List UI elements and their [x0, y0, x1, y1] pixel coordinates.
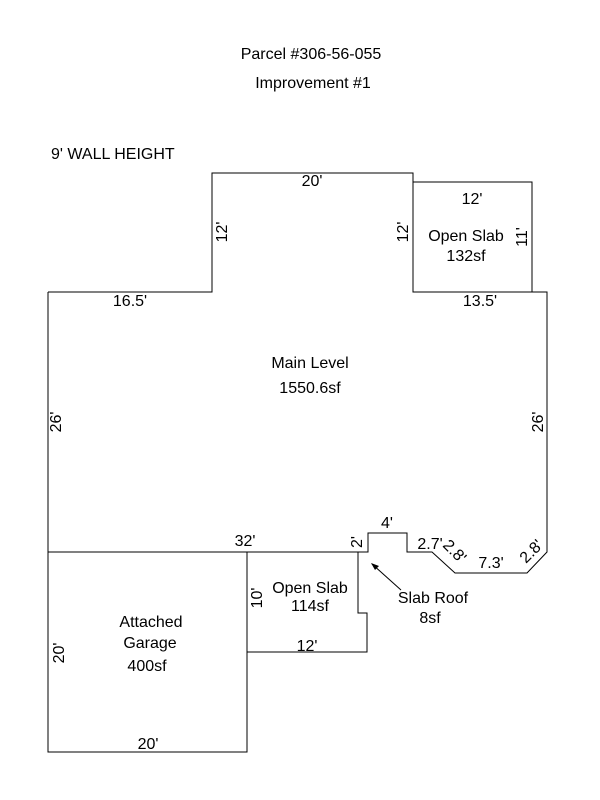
slab-roof-area: 8sf	[419, 610, 441, 627]
dim-open-slab-top-top: 12'	[462, 191, 483, 208]
dim-main-bottom: 32'	[235, 533, 256, 550]
open-slab-top-area: 132sf	[446, 248, 486, 265]
dim-garage-left: 20'	[51, 643, 68, 664]
parcel-number: Parcel #306-56-055	[241, 46, 382, 63]
open-slab-bottom-area: 114sf	[291, 598, 330, 615]
garage-name-line2: Garage	[123, 635, 176, 652]
slab-roof-arrow-icon	[371, 563, 379, 570]
dim-main-left-step: 16.5'	[113, 293, 147, 310]
slab-roof-leader-line	[371, 563, 402, 591]
dim-open-slab-bottom-left: 10'	[249, 588, 266, 609]
open-slab-bottom-outline	[247, 552, 368, 653]
dim-garage-bottom: 20'	[138, 736, 159, 753]
open-slab-top-outline	[413, 181, 533, 292]
dim-main-right-step: 13.5'	[463, 293, 497, 310]
garage-outline	[47, 551, 248, 753]
main-level-outline	[47, 172, 548, 574]
dim-main-top: 20'	[302, 173, 323, 190]
dim-angle-right: 2.8'	[517, 537, 547, 567]
garage-name-line1: Attached	[119, 614, 182, 631]
slab-roof-name: Slab Roof	[398, 590, 469, 607]
dim-notch-right: 2.7'	[417, 536, 442, 553]
dim-open-slab-bottom-bottom: 12'	[297, 638, 318, 655]
main-level-name: Main Level	[271, 355, 348, 372]
open-slab-top-name: Open Slab	[428, 228, 504, 245]
dim-angle-bottom: 7.3'	[478, 555, 503, 572]
dim-main-right-side: 26'	[530, 412, 547, 433]
dim-notch-vertical: 2'	[349, 536, 366, 548]
open-slab-bottom-name: Open Slab	[272, 580, 348, 597]
dim-open-slab-top-right: 11'	[514, 227, 531, 247]
wall-height-note: 9' WALL HEIGHT	[51, 146, 175, 163]
dim-notch-width: 4'	[381, 515, 393, 532]
main-level-area: 1550.6sf	[279, 380, 341, 397]
garage-area: 400sf	[127, 658, 167, 675]
dim-main-left-side: 26'	[48, 412, 65, 433]
dim-main-upper-right: 12'	[395, 222, 412, 243]
improvement-label: Improvement #1	[255, 75, 371, 92]
dim-main-upper-left: 12'	[214, 222, 231, 243]
